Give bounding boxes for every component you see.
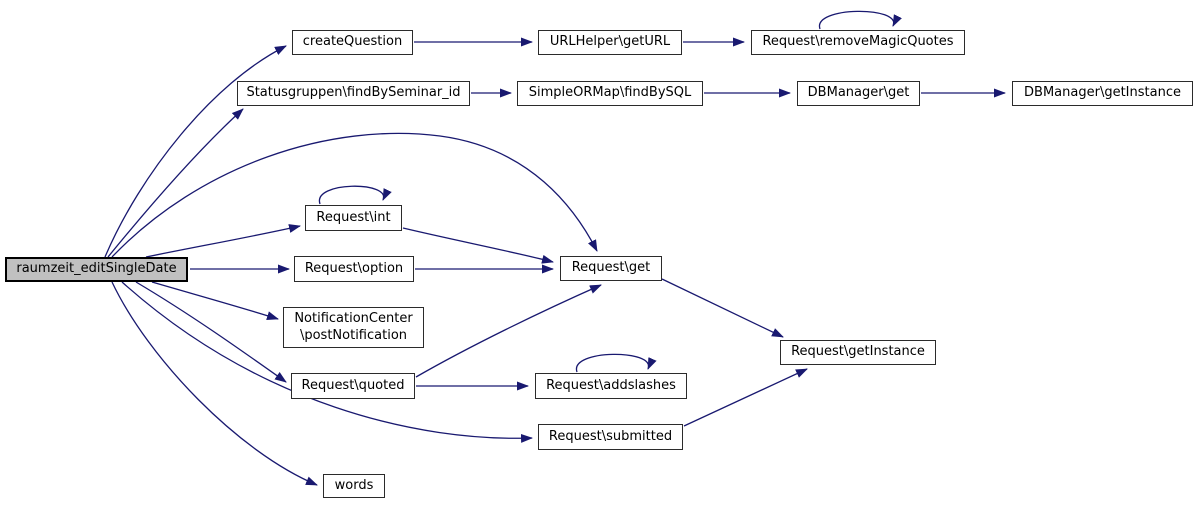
node-simpleormap-findbysql[interactable]: SimpleORMap\findBySQL xyxy=(517,81,703,106)
node-statusgruppen-findbyseminar-id[interactable]: Statusgruppen\findBySeminar_id xyxy=(237,81,470,106)
node-label: Statusgruppen\findBySeminar_id xyxy=(246,85,461,101)
edge-raumzeit-to-request-quoted xyxy=(135,281,287,383)
node-label: Request\get xyxy=(571,260,651,276)
edge-raumzeit-to-createQuestion xyxy=(104,45,287,258)
node-request-addslashes[interactable]: Request\addslashes xyxy=(535,373,687,399)
edge-request-quoted-to-request-get xyxy=(415,284,602,378)
node-label: createQuestion xyxy=(302,34,403,50)
edge-request-int-to-request-get xyxy=(402,227,554,264)
edge-addslashes-self-loop xyxy=(576,353,657,373)
node-request-getinstance[interactable]: Request\getInstance xyxy=(780,340,936,365)
edge-raumzeit-to-words xyxy=(111,281,318,486)
edge-request-get-to-getInstance xyxy=(661,278,784,338)
node-request-int[interactable]: Request\int xyxy=(305,205,402,231)
node-label: SimpleORMap\findBySQL xyxy=(528,85,692,101)
node-label: Request\removeMagicQuotes xyxy=(762,34,954,50)
node-label: DBManager\getInstance xyxy=(1024,85,1181,101)
edge-raumzeit-to-request-get xyxy=(111,132,598,258)
edge-removeMagicQuotes-self-loop xyxy=(819,10,902,30)
node-dbmanager-get[interactable]: DBManager\get xyxy=(797,81,920,106)
node-label: URLHelper\getURL xyxy=(549,34,671,50)
node-raumzeit-editSingleDate: raumzeit_editSingleDate xyxy=(5,257,188,282)
node-request-submitted[interactable]: Request\submitted xyxy=(538,424,683,450)
node-notificationcenter-postnotification[interactable]: NotificationCenter \postNotification xyxy=(283,307,424,348)
node-label: Request\int xyxy=(316,209,391,225)
node-label: NotificationCenter \postNotification xyxy=(294,310,413,343)
node-label: words xyxy=(334,477,374,493)
edge-raumzeit-to-request-int xyxy=(145,224,301,258)
node-urlhelper-geturl[interactable]: URLHelper\getURL xyxy=(538,30,682,55)
edge-submitted-to-getInstance xyxy=(683,368,808,427)
edge-request-int-self-loop xyxy=(319,185,392,205)
node-label: Request\getInstance xyxy=(791,344,925,360)
node-request-option[interactable]: Request\option xyxy=(294,256,414,282)
edge-raumzeit-to-request-submitted xyxy=(121,281,533,443)
node-label: Request\addslashes xyxy=(546,377,676,393)
node-words[interactable]: words xyxy=(323,474,385,498)
node-label: Request\submitted xyxy=(548,428,673,444)
node-createQuestion[interactable]: createQuestion xyxy=(292,30,413,55)
node-dbmanager-getinstance[interactable]: DBManager\getInstance xyxy=(1012,81,1193,106)
edge-raumzeit-to-findBySeminar-id xyxy=(107,108,244,258)
node-label: Request\option xyxy=(304,260,404,276)
edge-raumzeit-to-postNotification xyxy=(151,281,279,320)
node-request-get[interactable]: Request\get xyxy=(560,256,662,281)
node-request-quoted[interactable]: Request\quoted xyxy=(291,373,415,399)
node-label: raumzeit_editSingleDate xyxy=(16,261,177,277)
node-label: DBManager\get xyxy=(807,85,910,101)
node-request-removemagicquotes[interactable]: Request\removeMagicQuotes xyxy=(751,30,965,55)
node-label: Request\quoted xyxy=(301,377,405,393)
